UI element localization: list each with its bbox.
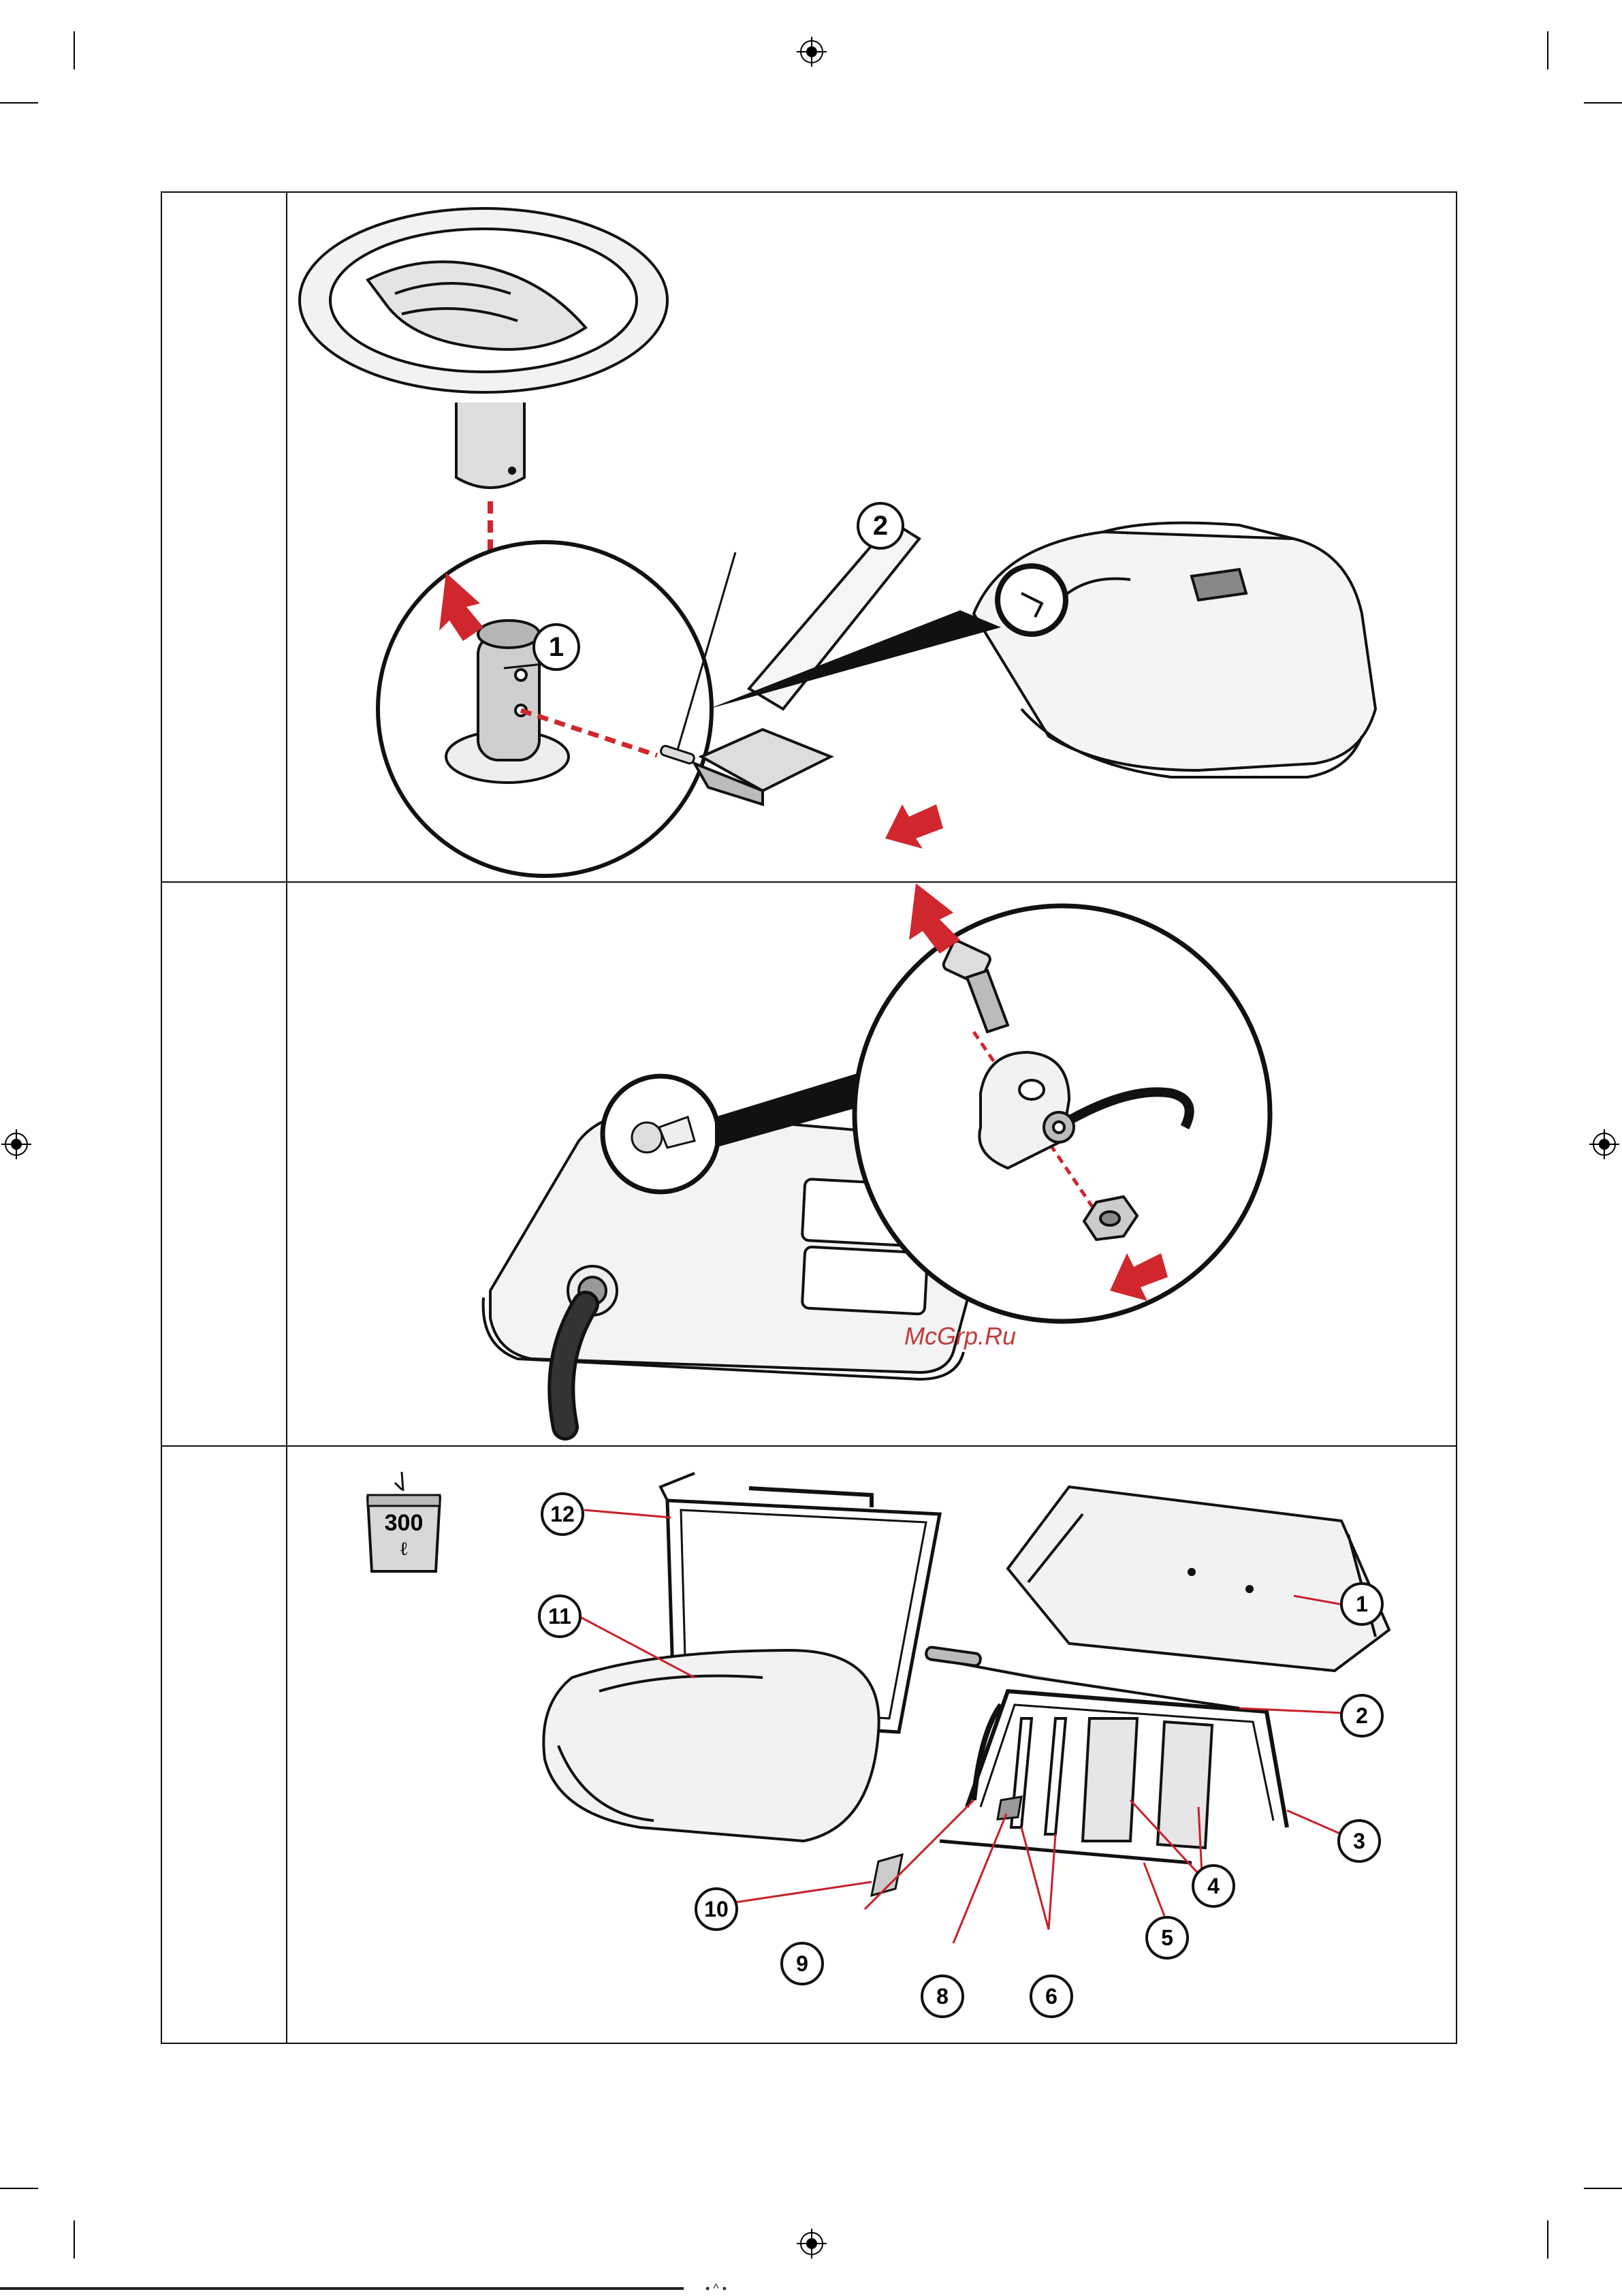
crop-mark xyxy=(1547,2220,1548,2259)
registration-mark-icon xyxy=(797,2229,827,2259)
hammer-icon xyxy=(695,522,919,804)
callout-circle-1: 1 xyxy=(1340,1582,1384,1626)
strap-icon xyxy=(1011,1718,1066,1834)
callout-circle-11: 11 xyxy=(538,1594,582,1638)
clip-icon xyxy=(998,1797,1021,1819)
callout-label: 11 xyxy=(548,1604,571,1629)
step-number-cell xyxy=(161,1446,286,2044)
crop-mark xyxy=(1584,102,1622,104)
callout-circle-9: 9 xyxy=(780,1942,824,1985)
footer-rule xyxy=(0,2287,684,2290)
pad-icon xyxy=(1083,1718,1212,1848)
parts-overview-figure: 300 ℓ xyxy=(286,1446,1457,2044)
callout-circle-8: 8 xyxy=(921,1975,964,2018)
callout-label: 5 xyxy=(1161,1925,1173,1951)
callout-circle-1: 1 xyxy=(532,623,580,671)
parts-illustration xyxy=(286,1446,1456,2044)
callout-label: 3 xyxy=(1353,1829,1365,1854)
row-seat-bracket: McGrp.Ru xyxy=(161,882,1457,1446)
crop-mark xyxy=(0,102,38,104)
callout-label: 9 xyxy=(796,1951,808,1977)
registration-mark-icon xyxy=(1589,1129,1619,1159)
seat-bracket-illustration xyxy=(286,882,1456,1446)
crop-mark xyxy=(1547,31,1548,69)
steering-wheel-figure: 1 2 xyxy=(286,191,1457,882)
callout-circle-3: 3 xyxy=(1337,1819,1381,1863)
callout-label: 6 xyxy=(1045,1984,1058,2009)
callout-label: 8 xyxy=(936,1984,949,2009)
steering-wheel-icon xyxy=(300,208,667,488)
seat-bracket-figure: McGrp.Ru xyxy=(286,882,1457,1446)
callout-label: 2 xyxy=(873,511,888,541)
zoom-pointer xyxy=(708,610,1001,709)
callout-label: 1 xyxy=(1356,1592,1368,1617)
bar-icon xyxy=(940,1841,1192,1863)
crop-mark xyxy=(0,2188,38,2189)
footer-mark: • ^ • xyxy=(705,2282,727,2296)
row-steering-wheel: 1 2 xyxy=(161,191,1457,882)
red-arrow-icon xyxy=(885,804,943,849)
callout-circle-2: 2 xyxy=(857,502,904,550)
crop-mark xyxy=(74,2220,75,2259)
callout-label: 4 xyxy=(1207,1874,1220,1899)
step-number-cell xyxy=(161,882,286,1446)
seat-pan-icon xyxy=(1008,1487,1389,1671)
instruction-table: 1 2 xyxy=(161,191,1457,2044)
watermark: McGrp.Ru xyxy=(904,1322,1016,1351)
crop-mark xyxy=(74,31,75,69)
callout-circle-2: 2 xyxy=(1340,1694,1384,1737)
registration-mark-icon xyxy=(1,1129,31,1159)
tractor-body-icon xyxy=(974,523,1375,777)
registration-mark-icon xyxy=(797,37,827,67)
callout-label: 1 xyxy=(549,632,564,663)
callout-label: 12 xyxy=(550,1502,575,1527)
callout-circle-12: 12 xyxy=(541,1492,584,1536)
callout-label: 2 xyxy=(1356,1703,1368,1729)
seat-cushion-icon xyxy=(543,1650,878,1841)
callout-label: 10 xyxy=(704,1897,729,1922)
callout-circle-6: 6 xyxy=(1030,1975,1073,2018)
callout-circle-5: 5 xyxy=(1145,1916,1189,1960)
detail-zoom-circle xyxy=(378,542,712,876)
callout-circle-10: 10 xyxy=(695,1887,738,1931)
step-number-cell xyxy=(161,191,286,882)
crop-mark xyxy=(1584,2188,1622,2189)
callout-circle-4: 4 xyxy=(1192,1864,1235,1908)
row-parts-overview: 300 ℓ xyxy=(161,1446,1457,2044)
red-arrow-icon xyxy=(909,883,960,954)
